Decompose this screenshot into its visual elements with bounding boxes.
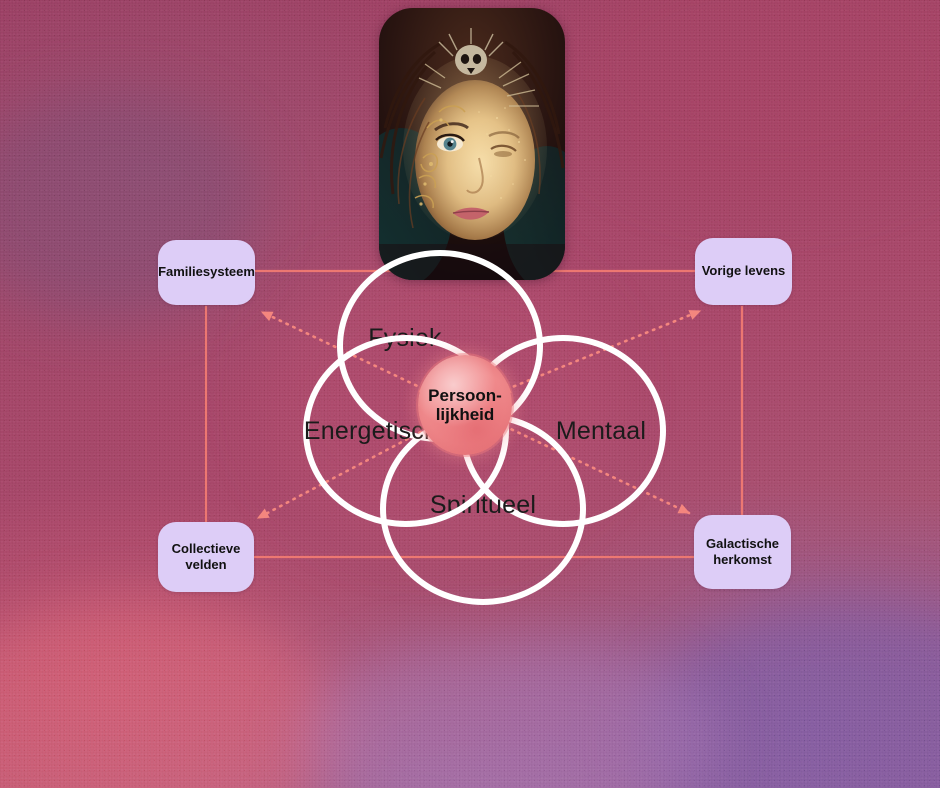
core-label: Persoon-lijkheid [428, 386, 502, 424]
node-label-vorige-levens: Vorige levens [701, 263, 786, 279]
background-blotch-5 [300, 640, 720, 788]
node-label-familiesysteem: Familiesysteem [158, 264, 255, 280]
node-label-line1: Galactische [706, 535, 779, 551]
arrow-center-to-top-right [498, 309, 702, 394]
portrait-card [379, 8, 565, 280]
core-persoonlijkheid[interactable]: Persoon-lijkheid [418, 355, 512, 455]
node-label-line2: velden [185, 557, 227, 572]
petal-label-mentaal: Mentaal [555, 416, 647, 445]
petal-energetisch[interactable]: Energetisch [303, 335, 509, 527]
node-vorige-levens[interactable]: Vorige levens [695, 238, 792, 305]
node-label-line1: Collectieve [171, 540, 241, 556]
core-label-line1: Persoon- [428, 385, 502, 405]
core-label-line2: lijkheid [435, 405, 495, 424]
node-label-line2: herkomst [713, 552, 772, 567]
petal-label-energetisch: Energetisch [303, 416, 439, 445]
node-familiesysteem[interactable]: Familiesysteem [158, 240, 255, 305]
